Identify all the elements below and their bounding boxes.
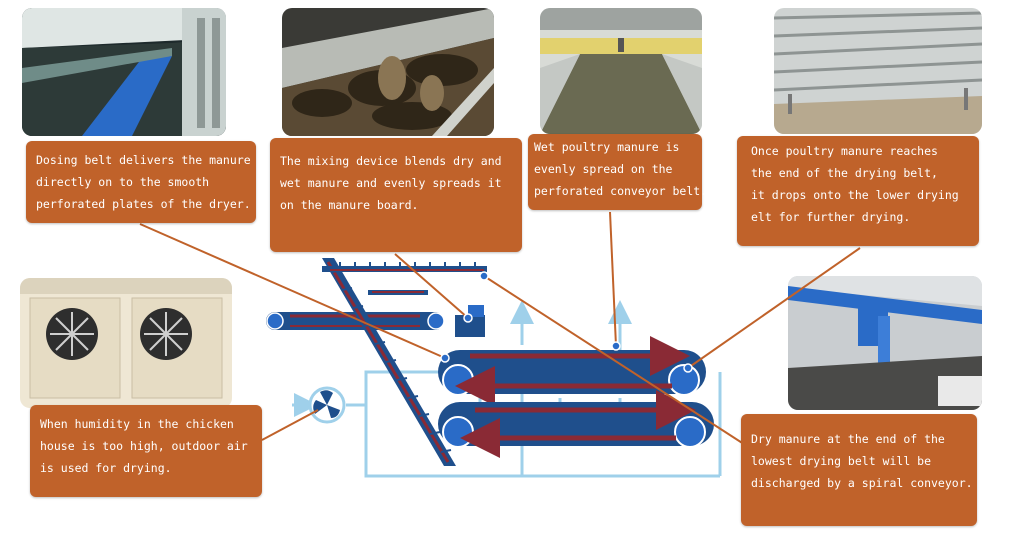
- callout-line: The mixing device blends dry and: [280, 154, 502, 168]
- inclined-elevator-conveyor: [322, 258, 456, 466]
- mixing-device-photo: [282, 8, 494, 136]
- exhaust-fans-photo: [20, 278, 232, 408]
- callout-line: elt for further drying.: [751, 210, 911, 224]
- callout-line: is used for drying.: [40, 461, 172, 475]
- callout-line: perforated plates of the dryer.: [36, 197, 251, 211]
- callout-humidity-outdoor-air: When humidity in the chicken house is to…: [30, 405, 262, 497]
- callout-line: it drops onto the lower drying: [751, 188, 959, 202]
- spiral-conveyor-photo: [788, 276, 982, 410]
- callout-mixing-device: The mixing device blends dry and wet man…: [270, 138, 522, 252]
- mixing-device: [455, 305, 485, 337]
- leader-dot: [463, 313, 473, 323]
- drying-belt-tier-1: [438, 336, 706, 406]
- callout-line: Dry manure at the end of the: [751, 432, 945, 446]
- drying-belt-hall-photo: [540, 8, 702, 134]
- callout-line: discharged by a spiral conveyor.: [751, 476, 973, 490]
- callout-line: wet manure and evenly spreads it: [280, 176, 502, 190]
- callout-line: lowest drying belt will be: [751, 454, 932, 468]
- leader-lines: [139, 211, 861, 449]
- callout-line: When humidity in the chicken: [40, 417, 234, 431]
- callout-line: Once poultry manure reaches: [751, 144, 938, 158]
- callout-line: the end of the drying belt,: [751, 166, 938, 180]
- dryer-underside-photo: [774, 8, 982, 134]
- chicken-house-dosing-belt-photo: [22, 8, 226, 136]
- callout-line: perforated conveyor belt.: [534, 184, 708, 198]
- callout-line: on the manure board.: [280, 198, 419, 212]
- callout-line: directly on to the smooth: [36, 175, 210, 189]
- callout-line: Wet poultry manure is: [534, 140, 680, 154]
- callout-drop-lower-belt: Once poultry manure reaches the end of t…: [737, 136, 979, 246]
- dosing-belt-small: [266, 312, 445, 330]
- callout-line: Dosing belt delivers the manure: [36, 153, 251, 167]
- leader-dot: [683, 363, 693, 373]
- outdoor-air-fan-icon: [308, 386, 346, 424]
- callout-dosing-belt: Dosing belt delivers the manure directly…: [26, 141, 256, 223]
- leader-dot: [479, 271, 489, 281]
- leader-dot: [611, 341, 621, 351]
- callout-line: evenly spread on the: [534, 162, 673, 176]
- callout-spiral-conveyor: Dry manure at the end of the lowest dryi…: [741, 414, 977, 526]
- callout-line: house is too high, outdoor air: [40, 439, 248, 453]
- top-distribution-conveyor: [322, 262, 487, 295]
- callout-wet-manure: Wet poultry manure is evenly spread on t…: [528, 134, 708, 210]
- drying-belt-tier-2: [438, 390, 714, 458]
- leader-dot: [440, 353, 450, 363]
